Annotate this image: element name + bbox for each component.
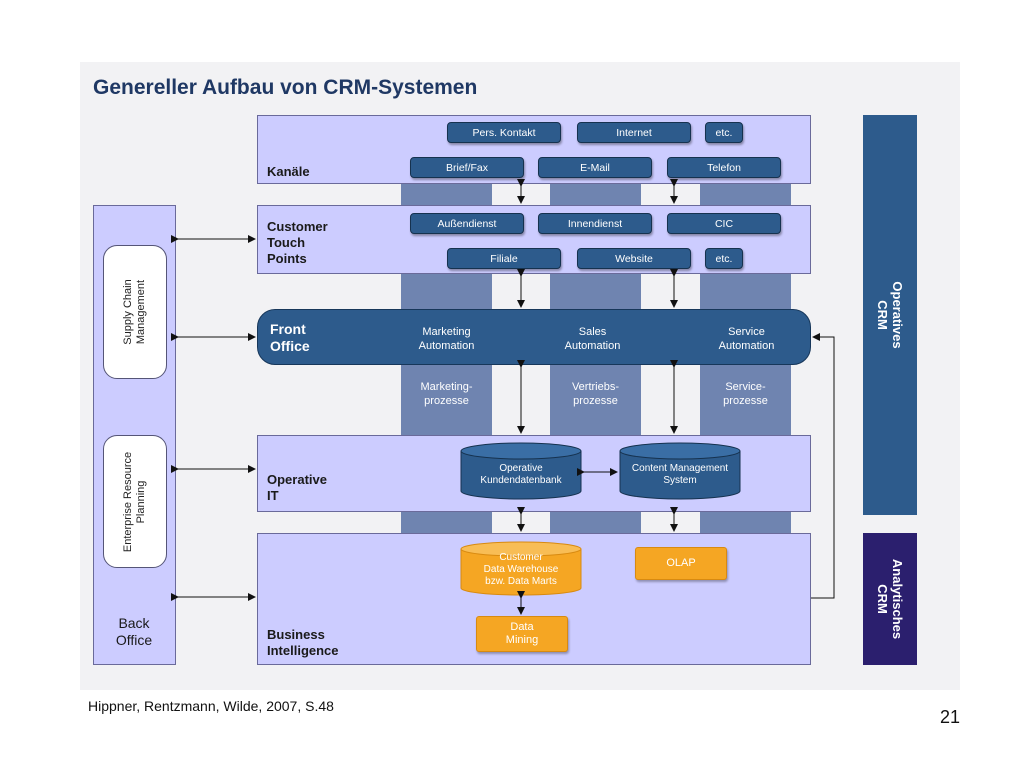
kundendatenbank-line-1: Operative: [499, 463, 543, 474]
front-office-bar: [257, 309, 811, 365]
channel-internet: Internet: [577, 122, 691, 143]
marketing-prozesse: Marketing- prozesse: [401, 380, 492, 408]
operative-it-line-2: IT: [267, 488, 279, 503]
sales-automation-line-1: Sales: [578, 326, 607, 338]
content-management-line-2: System: [663, 475, 697, 486]
service-automation-line-2: Automation: [718, 340, 775, 352]
slide-title: Genereller Aufbau von CRM-Systemen: [93, 76, 478, 99]
touch-cic: CIC: [667, 213, 781, 234]
touch-aussendienst: Außendienst: [410, 213, 524, 234]
marketing-prozesse-line-2: prozesse: [424, 395, 469, 407]
vertriebs-prozesse: Vertriebs- prozesse: [550, 380, 641, 408]
bi-line-2: Intelligence: [267, 643, 339, 658]
back-office-label: Back Office: [112, 615, 156, 649]
channel-brief-fax: Brief/Fax: [410, 157, 524, 178]
marketing-automation-line-1: Marketing: [422, 326, 471, 338]
touch-innendienst: Innendienst: [538, 213, 652, 234]
channel-pers-kontakt: Pers. Kontakt: [447, 122, 561, 143]
channel-etc: etc.: [705, 122, 743, 143]
warehouse-text: Customer Data Warehouse bzw. Data Marts: [460, 552, 582, 588]
touch-website: Website: [577, 248, 691, 269]
supply-chain-management: Supply Chain Management: [103, 245, 167, 379]
marketing-prozesse-line-1: Marketing-: [420, 381, 473, 393]
database-data-warehouse: Customer Data Warehouse bzw. Data Marts: [460, 541, 582, 596]
data-mining-box: Data Mining: [476, 616, 568, 652]
touch-points-line-2: Touch: [267, 235, 306, 250]
layer-label-operative-it: Operative IT: [267, 472, 327, 504]
front-office-line-1: Front: [270, 321, 306, 337]
data-mining-line-2: Mining: [505, 634, 539, 646]
content-management-text: Content Management System: [619, 463, 741, 487]
operatives-crm-band: Operatives CRM: [863, 115, 917, 515]
database-kundendatenbank: Operative Kundendatenbank: [460, 442, 582, 500]
kundendatenbank-line-2: Kundendatenbank: [480, 475, 562, 486]
service-prozesse-line-2: prozesse: [723, 395, 768, 407]
marketing-automation: Marketing Automation: [401, 325, 492, 353]
service-automation-line-1: Service: [728, 326, 765, 338]
service-automation: Service Automation: [701, 325, 792, 353]
front-office-line-2: Office: [270, 338, 310, 354]
content-management-line-1: Content Management: [631, 463, 729, 474]
service-prozesse-line-1: Service-: [725, 381, 766, 393]
warehouse-line-3: bzw. Data Marts: [485, 576, 557, 587]
olap-box: OLAP: [635, 547, 727, 580]
back-office-line-1: Back: [118, 615, 150, 631]
marketing-automation-line-2: Automation: [418, 340, 475, 352]
source-citation: Hippner, Rentzmann, Wilde, 2007, S.48: [88, 698, 334, 714]
vertriebs-prozesse-line-1: Vertriebs-: [571, 381, 620, 393]
channel-telefon: Telefon: [667, 157, 781, 178]
service-prozesse: Service- prozesse: [700, 380, 791, 408]
kundendatenbank-text: Operative Kundendatenbank: [460, 463, 582, 487]
bi-line-1: Business: [267, 627, 325, 642]
touch-etc: etc.: [705, 248, 743, 269]
layer-label-business-intelligence: Business Intelligence: [267, 627, 339, 659]
analytisches-crm-band: Analytisches CRM: [863, 533, 917, 665]
vertriebs-prozesse-line-2: prozesse: [573, 395, 618, 407]
sales-automation-line-2: Automation: [564, 340, 621, 352]
touch-filiale: Filiale: [447, 248, 561, 269]
sales-automation: Sales Automation: [547, 325, 638, 353]
layer-label-kanaele: Kanäle: [267, 164, 310, 179]
database-content-management: Content Management System: [619, 442, 741, 500]
channel-email: E-Mail: [538, 157, 652, 178]
arrow-bi-feedback: [811, 333, 835, 599]
warehouse-line-1: Customer: [499, 552, 543, 563]
front-office-label: Front Office: [270, 321, 310, 355]
layer-label-touch-points: Customer Touch Points: [267, 219, 328, 267]
warehouse-line-2: Data Warehouse: [483, 564, 559, 575]
data-mining-line-1: Data: [510, 621, 534, 633]
enterprise-resource-planning: Enterprise Resource Planning: [103, 435, 167, 568]
page-number: 21: [940, 707, 961, 727]
touch-points-line-1: Customer: [267, 219, 328, 234]
touch-points-line-3: Points: [267, 251, 307, 266]
operative-it-line-1: Operative: [267, 472, 327, 487]
back-office-line-2: Office: [115, 632, 153, 648]
